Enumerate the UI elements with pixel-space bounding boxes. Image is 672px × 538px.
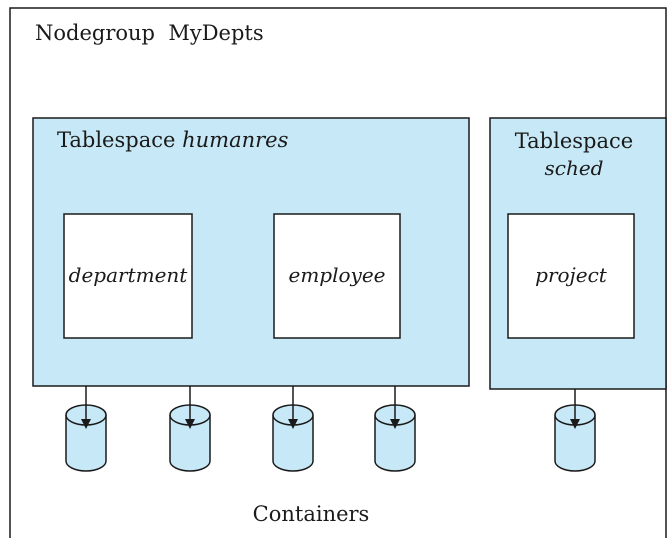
tablespace-sched-name: sched bbox=[545, 156, 604, 180]
table-employee bbox=[273, 213, 401, 339]
nodegroup-label: Nodegroup MyDepts bbox=[35, 21, 264, 45]
container-4 bbox=[374, 386, 416, 472]
table-employee-label: employee bbox=[288, 263, 385, 287]
table-department-label: department bbox=[69, 263, 189, 287]
table-project bbox=[507, 213, 635, 339]
tablespace-humanres-keyword: Tablespace bbox=[57, 128, 175, 152]
tablespace-humanres-title: Tablespace humanres bbox=[57, 128, 289, 152]
container-cylinder-body bbox=[554, 415, 596, 472]
container-cylinder-body bbox=[169, 415, 211, 472]
container-2 bbox=[169, 386, 211, 472]
table-department bbox=[63, 213, 193, 339]
containers-label: Containers bbox=[253, 502, 370, 526]
container-cylinder-body bbox=[65, 415, 107, 472]
container-cylinder-body bbox=[374, 415, 416, 472]
container-1 bbox=[65, 386, 107, 472]
tablespace-sched-keyword: Tablespace bbox=[515, 129, 633, 153]
container-3 bbox=[272, 386, 314, 472]
table-project-label: project bbox=[535, 263, 608, 287]
tablespace-humanres-name: humanres bbox=[182, 128, 288, 152]
container-5 bbox=[554, 389, 596, 472]
container-cylinder-body bbox=[272, 415, 314, 472]
containers-group bbox=[65, 386, 596, 472]
